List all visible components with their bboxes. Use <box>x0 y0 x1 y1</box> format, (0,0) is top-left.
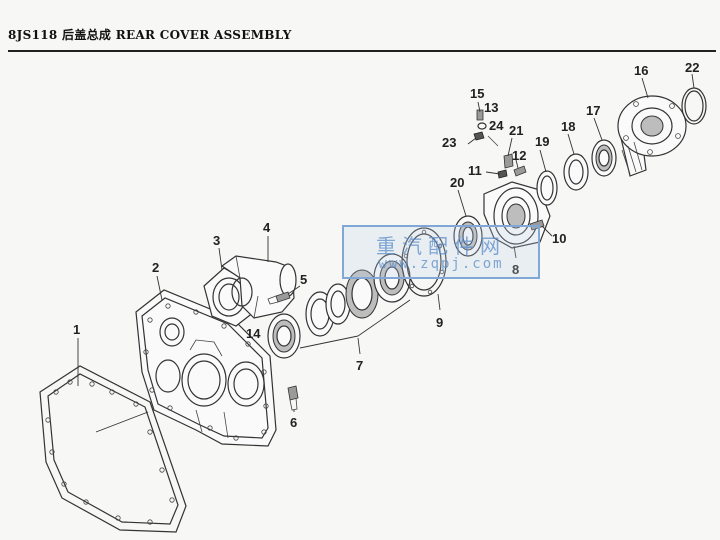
part-14-bearing <box>267 313 301 359</box>
callout-22: 22 <box>685 60 699 75</box>
callout-labels: 1 2 3 4 5 6 7 8 9 10 11 12 13 14 15 16 1… <box>73 60 699 430</box>
callout-11: 11 <box>468 163 482 178</box>
callout-3: 3 <box>213 233 220 248</box>
callout-9: 9 <box>436 315 443 330</box>
callout-2: 2 <box>152 260 159 275</box>
callout-8: 8 <box>512 262 519 277</box>
callout-19: 19 <box>535 134 549 149</box>
part-9-gasket-ring <box>401 227 447 297</box>
callout-7: 7 <box>356 358 363 373</box>
part-18-ring <box>563 153 589 191</box>
part-1-gasket <box>39 365 187 533</box>
callout-6: 6 <box>290 415 297 430</box>
watermark-url: www.zqpj.com <box>378 256 504 272</box>
callout-10: 10 <box>552 231 566 246</box>
callout-1: 1 <box>73 322 80 337</box>
callout-12: 12 <box>512 148 526 163</box>
part-21-bolt <box>503 153 514 169</box>
title-divider <box>8 50 716 52</box>
part-13-washer <box>477 122 487 130</box>
part-17-nut <box>591 139 617 177</box>
watermark-text: 重汽配件网 <box>376 234 506 258</box>
callout-23: 23 <box>442 135 456 150</box>
part-2-rear-cover <box>135 289 277 447</box>
leader-lines <box>77 73 695 433</box>
watermark-box: 重汽配件网 www.zqpj.com <box>342 225 540 279</box>
callout-4: 4 <box>263 220 271 235</box>
page-title: 8JS118 后盖总成 REAR COVER ASSEMBLY <box>8 28 292 42</box>
part-15-screw <box>476 109 484 121</box>
part-22-o-ring <box>681 87 707 125</box>
part-24-pin <box>487 135 499 147</box>
callout-16: 16 <box>634 63 648 78</box>
callout-5: 5 <box>300 272 307 287</box>
callout-21: 21 <box>509 123 523 138</box>
callout-15: 15 <box>470 86 484 101</box>
part-16-output-flange <box>617 95 687 177</box>
callout-14: 14 <box>246 326 261 341</box>
part-19-seal-ring <box>536 170 558 206</box>
callout-17: 17 <box>586 103 600 118</box>
callout-24: 24 <box>489 118 504 133</box>
part-11-pin <box>497 169 508 179</box>
callout-20: 20 <box>450 175 464 190</box>
part-12-plug <box>513 165 527 177</box>
part-6-bolt <box>287 385 299 411</box>
callout-18: 18 <box>561 119 575 134</box>
callout-13: 13 <box>484 100 498 115</box>
part-8-bearing-cover <box>483 181 551 249</box>
part-5-bolt <box>267 291 291 305</box>
